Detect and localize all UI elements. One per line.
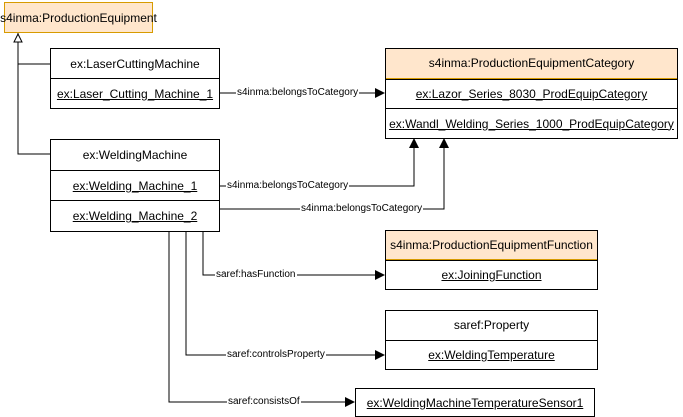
welding-machine-class[interactable]: ex:WeldingMachine ex:Welding_Machine_1 e… bbox=[50, 139, 220, 232]
consists-of-label: saref:consistsOf bbox=[227, 396, 301, 408]
temperature-sensor-instance[interactable]: ex:WeldingMachineTemperatureSensor1 bbox=[366, 395, 584, 410]
production-equipment-class[interactable]: s4inma:ProductionEquipment bbox=[0, 2, 157, 33]
production-equipment-category-class-label: s4inma:ProductionEquipmentCategory bbox=[386, 49, 677, 79]
has-function-edge bbox=[202, 232, 385, 280]
temperature-sensor-instance-box[interactable]: ex:WeldingMachineTemperatureSensor1 bbox=[355, 388, 595, 417]
welding-machine-2-instance[interactable]: ex:Welding_Machine_2 bbox=[51, 200, 219, 231]
production-equipment-function-class[interactable]: s4inma:ProductionEquipmentFunction ex:Jo… bbox=[385, 230, 598, 290]
wandl-category-instance[interactable]: ex:Wandl_Welding_Series_1000_ProdEquipCa… bbox=[386, 108, 677, 138]
subclass-edge-welding bbox=[17, 64, 50, 155]
inheritance-arrowhead bbox=[13, 32, 23, 43]
has-function-label: saref:hasFunction bbox=[215, 269, 297, 281]
subclass-edge-laser bbox=[17, 33, 50, 65]
laser-cutting-machine-1-instance[interactable]: ex:Laser_Cutting_Machine_1 bbox=[51, 78, 219, 108]
property-class-label: saref:Property bbox=[453, 318, 530, 333]
consists-of-edge bbox=[168, 232, 355, 407]
production-equipment-class-label: s4inma:ProductionEquipment bbox=[0, 10, 157, 25]
belongs-to-category-edge-3 bbox=[219, 138, 449, 210]
belongs-to-category-label-3: s4inma:belongsToCategory bbox=[300, 203, 424, 215]
controls-property-edge bbox=[185, 232, 385, 360]
welding-temperature-instance[interactable]: ex:WeldingTemperature bbox=[386, 339, 597, 370]
belongs-to-category-edge-2 bbox=[219, 138, 419, 187]
lazor-category-instance[interactable]: ex:Lazor_Series_8030_ProdEquipCategory bbox=[386, 78, 677, 109]
joining-function-instance[interactable]: ex:JoiningFunction bbox=[386, 260, 597, 289]
belongs-to-category-label-1: s4inma:belongsToCategory bbox=[236, 87, 360, 99]
production-equipment-function-class-label: s4inma:ProductionEquipmentFunction bbox=[386, 231, 597, 260]
controls-property-label: saref:controlsProperty bbox=[226, 349, 326, 361]
property-class[interactable]: saref:Property ex:WeldingTemperature bbox=[385, 310, 598, 370]
production-equipment-category-class[interactable]: s4inma:ProductionEquipmentCategory ex:La… bbox=[385, 48, 678, 139]
welding-machine-1-instance[interactable]: ex:Welding_Machine_1 bbox=[51, 169, 219, 201]
laser-cutting-machine-class[interactable]: ex:LaserCuttingMachine ex:Laser_Cutting_… bbox=[50, 48, 220, 109]
belongs-to-category-label-2: s4inma:belongsToCategory bbox=[226, 180, 350, 192]
laser-cutting-machine-class-label: ex:LaserCuttingMachine bbox=[70, 56, 200, 71]
welding-machine-class-label: ex:WeldingMachine bbox=[82, 147, 188, 162]
